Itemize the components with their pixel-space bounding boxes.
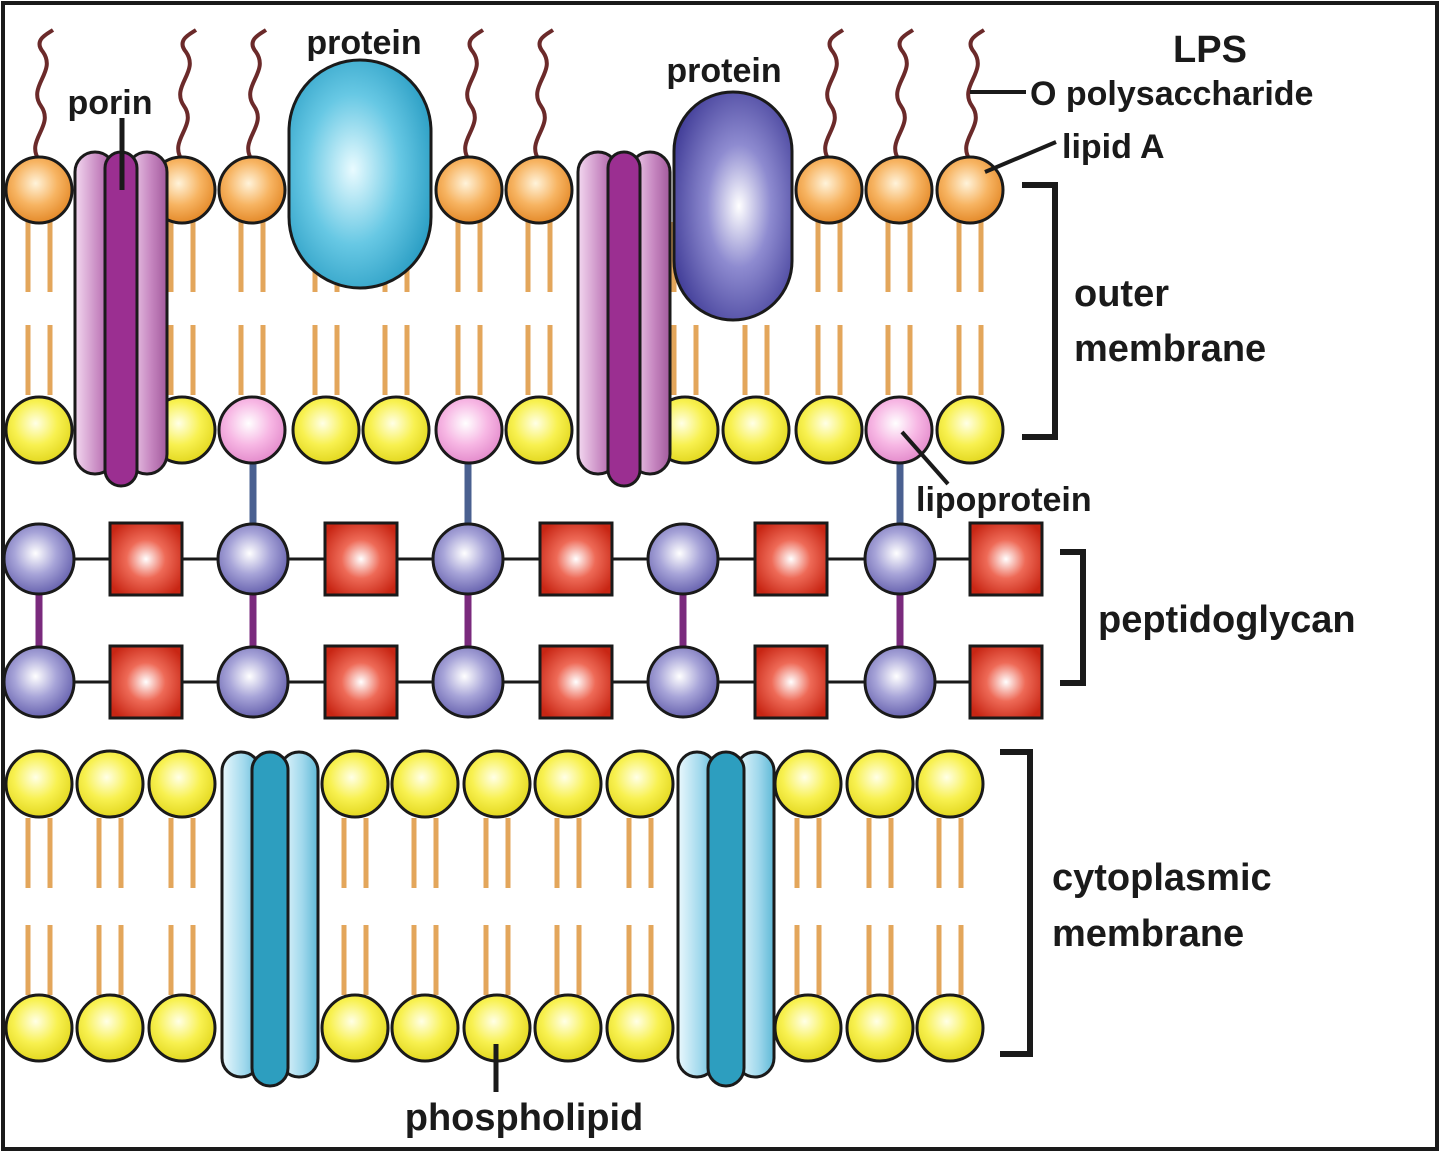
outer-membrane-protein-2 xyxy=(672,90,794,322)
phospholipid-head xyxy=(773,749,843,819)
o-polysaccharide-chain xyxy=(463,28,485,162)
lipid-a-head xyxy=(4,155,74,225)
peptide-block xyxy=(108,521,184,597)
peptidoglycan-subunits xyxy=(2,521,1044,720)
phospholipid-head xyxy=(291,395,361,465)
phospholipid-head xyxy=(605,993,675,1063)
o-polysaccharide-chain xyxy=(246,28,268,162)
glycan-node xyxy=(216,522,290,596)
peptidoglycan-bracket xyxy=(1060,549,1086,686)
peptide-block xyxy=(968,644,1044,720)
phospholipid-head xyxy=(721,395,791,465)
phospholipid-head xyxy=(533,749,603,819)
label-phospholipid: phospholipid xyxy=(405,1097,644,1139)
phospholipid-head xyxy=(935,395,1005,465)
lipid-a-head xyxy=(504,155,574,225)
label-porin: porin xyxy=(68,84,153,122)
phospholipid-head xyxy=(794,395,864,465)
phospholipid-head xyxy=(915,993,985,1063)
o-polysaccharide-chain xyxy=(893,28,915,162)
lipid-a-head xyxy=(864,155,934,225)
peptide-block xyxy=(323,521,399,597)
glycan-node xyxy=(646,645,720,719)
phospholipid-head xyxy=(504,395,574,465)
phospholipid-head xyxy=(533,993,603,1063)
o-polysaccharide-chain xyxy=(964,28,986,162)
peptide-block xyxy=(323,644,399,720)
outer-membrane-protein-1 xyxy=(287,58,433,290)
peptide-block xyxy=(753,644,829,720)
phospholipid-head xyxy=(845,993,915,1063)
label-protein-2: protein xyxy=(666,52,781,90)
phospholipid-head xyxy=(4,749,74,819)
cytoplasmic-protein-2-core xyxy=(706,750,746,1088)
phospholipid-head xyxy=(75,993,145,1063)
peptide-block xyxy=(538,521,614,597)
phospholipid-head xyxy=(320,749,390,819)
peptide-block xyxy=(968,521,1044,597)
label-cytoplasmic-membrane-1: cytoplasmic xyxy=(1052,857,1272,899)
porin-2-core xyxy=(606,150,642,488)
lipid-a-head xyxy=(794,155,864,225)
phospholipid-head xyxy=(605,749,675,819)
peptide-block xyxy=(108,644,184,720)
lipoprotein-head xyxy=(434,395,504,465)
o-polysaccharide-chains xyxy=(33,28,986,162)
glycan-node xyxy=(646,522,720,596)
cytoplasmic-membrane-bracket xyxy=(1000,749,1033,1057)
lipid-heads xyxy=(4,155,1005,1063)
lipid-a-head xyxy=(434,155,504,225)
phospholipid-head xyxy=(390,993,460,1063)
glycan-node xyxy=(863,645,937,719)
o-polysaccharide-chain xyxy=(33,28,55,162)
callout-lines xyxy=(119,90,1057,1092)
cytoplasmic-protein-1-core xyxy=(250,750,290,1088)
o-polysaccharide-chain xyxy=(823,28,845,162)
lipid-a-callout xyxy=(984,140,1057,174)
phospholipid-head xyxy=(361,395,431,465)
peptidoglycan-links xyxy=(35,462,1006,684)
label-lps: LPS xyxy=(1173,29,1247,71)
glycan-node xyxy=(2,645,76,719)
phospholipid-head xyxy=(462,749,532,819)
porin-1-core xyxy=(103,150,139,488)
label-protein-1: protein xyxy=(306,24,421,62)
o-polysaccharide-chain xyxy=(176,28,198,162)
glycan-node xyxy=(216,645,290,719)
glycan-node xyxy=(431,645,505,719)
label-outer-membrane-1: outer xyxy=(1074,273,1169,315)
o-polysaccharide-chain xyxy=(533,28,555,162)
label-outer-membrane-2: membrane xyxy=(1074,328,1266,370)
glycan-node xyxy=(863,522,937,596)
phospholipid-head xyxy=(147,749,217,819)
membrane-proteins xyxy=(73,58,794,1088)
outer-membrane-bracket xyxy=(1022,182,1058,440)
label-cytoplasmic-membrane-2: membrane xyxy=(1052,913,1244,955)
label-lipid-a: lipid A xyxy=(1062,128,1165,166)
phospholipid-head xyxy=(773,993,843,1063)
lipoprotein-head xyxy=(217,395,287,465)
label-lipoprotein: lipoprotein xyxy=(916,481,1092,519)
phospholipid-head xyxy=(845,749,915,819)
phospholipid-head xyxy=(915,749,985,819)
label-o-polysaccharide: O polysaccharide xyxy=(1030,75,1313,113)
label-peptidoglycan: peptidoglycan xyxy=(1098,599,1356,641)
phospholipid-head xyxy=(75,749,145,819)
glycan-node xyxy=(2,522,76,596)
lipid-tails xyxy=(25,222,984,995)
lipoprotein-callout xyxy=(900,430,950,486)
phospholipid-head xyxy=(390,749,460,819)
phospholipid-head xyxy=(147,993,217,1063)
glycan-node xyxy=(431,522,505,596)
peptide-block xyxy=(753,521,829,597)
lipid-a-head xyxy=(217,155,287,225)
phospholipid-head xyxy=(320,993,390,1063)
phospholipid-head xyxy=(4,395,74,465)
phospholipid-head xyxy=(4,993,74,1063)
peptide-block xyxy=(538,644,614,720)
